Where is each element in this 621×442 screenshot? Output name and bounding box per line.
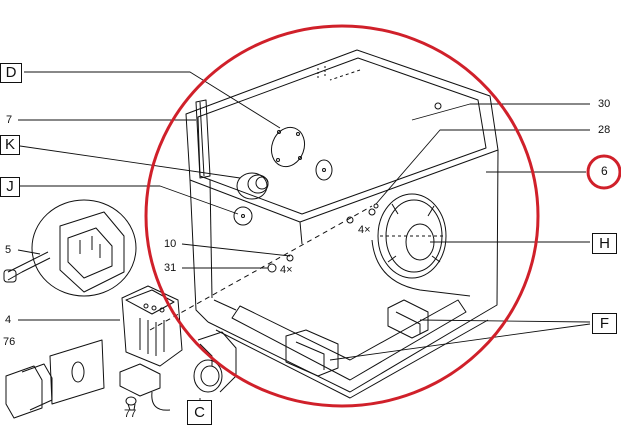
disc-j xyxy=(233,206,253,226)
label-qty-screws: 4× xyxy=(280,264,293,276)
label-7: 7 xyxy=(6,114,13,126)
label-28: 28 xyxy=(598,124,611,136)
label-10: 10 xyxy=(164,238,177,250)
label-76: 76 xyxy=(3,336,16,348)
part-4-unit xyxy=(121,285,183,367)
part-7-clip xyxy=(195,99,211,179)
label-F: F xyxy=(592,313,617,334)
brackets-f xyxy=(285,299,429,377)
label-K: K xyxy=(0,135,20,155)
label-30: 30 xyxy=(598,98,611,110)
label-H: H xyxy=(592,233,617,254)
fitting-k xyxy=(236,172,269,200)
fan-h xyxy=(371,193,471,297)
label-77: 77 xyxy=(124,408,137,420)
label-D: D xyxy=(0,63,22,83)
pump-c xyxy=(193,331,237,393)
label-6: 6 xyxy=(601,164,608,178)
flange-d xyxy=(270,126,306,168)
label-4: 4 xyxy=(5,314,12,326)
highlight-marks xyxy=(144,24,621,408)
label-J: J xyxy=(0,177,20,197)
part-76-group xyxy=(5,339,171,419)
leader-lines xyxy=(17,71,591,402)
label-C: C xyxy=(187,400,212,425)
label-5: 5 xyxy=(5,244,12,256)
highlight-housing xyxy=(144,24,540,408)
highlight-item-6 xyxy=(586,154,621,190)
wall-disc xyxy=(315,159,333,181)
control-box-group xyxy=(3,199,137,297)
housing-screws xyxy=(267,203,379,273)
label-qty-fan-screws: 4× xyxy=(358,224,371,236)
rim-details xyxy=(317,66,442,110)
part-77-screw xyxy=(125,396,137,411)
label-31: 31 xyxy=(164,262,177,274)
